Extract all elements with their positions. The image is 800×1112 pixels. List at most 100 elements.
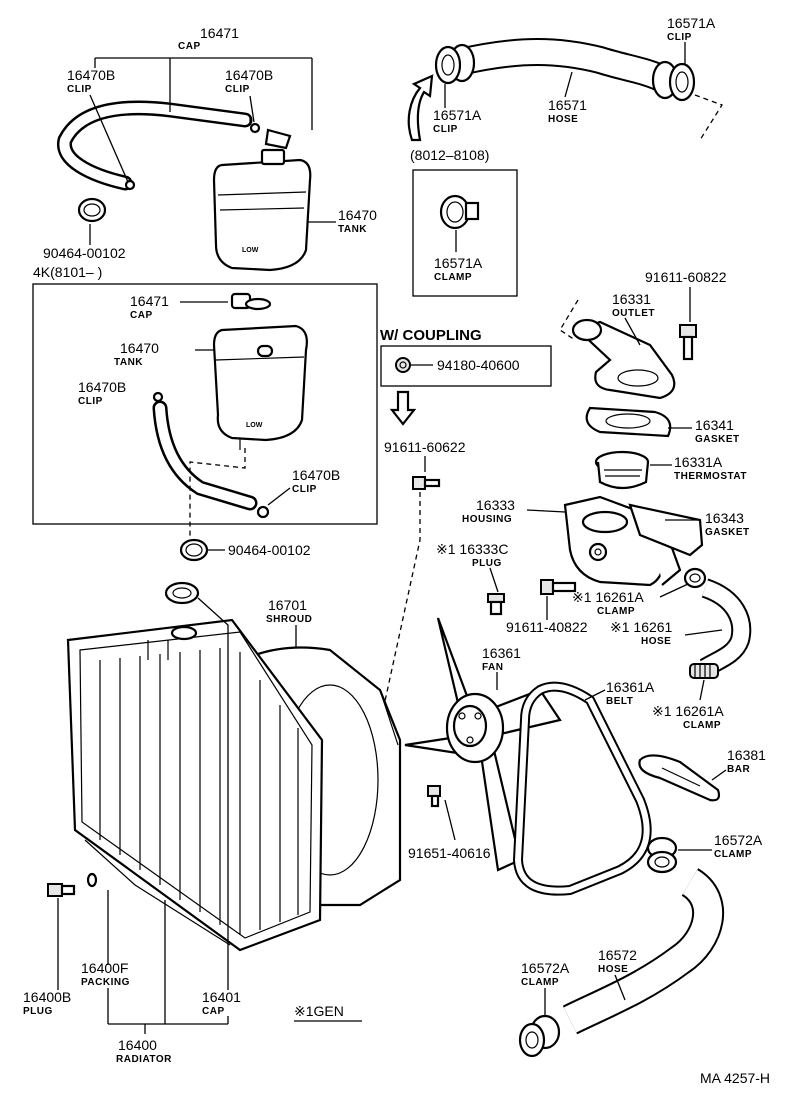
part-number-label: 16571A (433, 107, 482, 123)
bolt-icon (412, 476, 441, 490)
reservoir-group-top: LOW (57, 57, 313, 272)
part-name-label: CLIP (433, 124, 458, 135)
part-name-label: CLIP (78, 396, 103, 407)
part-name-label: PLUG (472, 558, 502, 569)
part-name-label: CLAMP (597, 606, 635, 617)
reservoir-tank-icon: LOW (212, 148, 312, 272)
part-number-label: 94180-40600 (437, 357, 520, 373)
variant-box (412, 169, 518, 297)
part-number-label: 90464-00102 (228, 542, 311, 558)
part-number-label: 16401 (202, 989, 241, 1005)
part-name-label: HOUSING (462, 514, 512, 525)
part-name-label: CLAMP (521, 977, 559, 988)
water-outlet-icon (571, 318, 676, 400)
part-number-label: 16470 (338, 207, 377, 223)
part-name-label: CLAMP (714, 849, 752, 860)
part-number-label: 16470 (120, 340, 159, 356)
part-number-label: 90464-00102 (43, 245, 126, 261)
part-number-label: 16400 (118, 1037, 157, 1053)
part-number-label: 91611-40822 (506, 619, 588, 635)
part-number-label: 16571A (667, 15, 716, 31)
part-name-label: HOSE (598, 964, 628, 975)
gasket-icon (628, 503, 704, 557)
clip-icon (256, 505, 270, 519)
radiator-icon (66, 618, 324, 952)
part-number-label: 16333 (476, 497, 515, 513)
hose-clamp-icon (646, 836, 678, 874)
part-name-label: CLIP (292, 484, 317, 495)
part-number-label: 91611-60822 (645, 269, 727, 285)
part-number-label: 16361 (482, 645, 521, 661)
ring-clip-icon (179, 538, 209, 562)
part-number-label: ※1 16261 (610, 619, 673, 635)
clamp-icon (439, 194, 480, 230)
clip-icon (124, 179, 136, 191)
part-number-label: 16470B (67, 67, 115, 83)
part-name-label: FAN (482, 662, 504, 673)
hose-clip-icon (434, 45, 462, 85)
bypass-hose-icon (699, 578, 752, 677)
ring-clip-icon (77, 197, 107, 223)
part-number-label: 16471 (130, 293, 169, 309)
svg-text:LOW: LOW (242, 247, 259, 254)
variant-box-4k (32, 283, 378, 525)
part-name-label: PLUG (23, 1006, 53, 1017)
part-number-label: ※1 16261A (652, 703, 724, 719)
part-number-label: 16701 (268, 597, 307, 613)
variant-label: W/ COUPLING (380, 327, 482, 344)
part-number-label: 16341 (695, 417, 734, 433)
part-name-label: SHROUD (266, 614, 312, 625)
part-name-label: TANK (114, 357, 143, 368)
bolt-icon (679, 324, 697, 361)
reservoir-tank-icon: LOW (212, 324, 308, 450)
part-name-label: RADIATOR (116, 1054, 172, 1065)
bolt-icon (540, 579, 577, 595)
clip-icon (249, 122, 261, 134)
part-name-label: THERMOSTAT (674, 471, 747, 482)
part-number-label: 16331A (674, 454, 723, 470)
part-number-label: 16571 (548, 97, 587, 113)
upper-hose-group (407, 38, 723, 142)
nut-icon (395, 357, 411, 373)
cap-icon (264, 128, 292, 150)
part-number-label: 16400F (81, 960, 128, 976)
part-number-label: 91651-40616 (408, 845, 491, 861)
part-name-label: PACKING (81, 977, 130, 988)
radiator-cap-icon (164, 581, 200, 605)
part-name-label: HOSE (641, 636, 671, 647)
hose-clamp-icon (518, 1014, 561, 1058)
part-number-label: 16331 (612, 291, 651, 307)
part-number-label: 16471 (200, 25, 239, 41)
part-name-label: CAP (130, 310, 153, 321)
part-number-label: 16343 (705, 510, 744, 526)
spring-clamp-icon (689, 663, 719, 679)
part-name-label: OUTLET (612, 308, 655, 319)
part-number-label: 91611-60622 (384, 439, 466, 455)
variant-label: 4K(8101– ) (33, 264, 102, 280)
part-number-label: 16470B (225, 67, 273, 83)
variant-label: (8012–8108) (410, 147, 489, 163)
part-number-label: 16400B (23, 989, 71, 1005)
svg-text:LOW: LOW (246, 422, 263, 429)
lower-hose-icon (562, 868, 724, 1035)
part-number-label: 16470B (292, 467, 340, 483)
part-name-label: HOSE (548, 114, 578, 125)
part-number-label: 16571A (434, 255, 483, 271)
part-name-label: CLIP (67, 84, 92, 95)
cap-icon (230, 292, 272, 311)
footnote-label: ※1GEN (294, 1003, 344, 1019)
diagram-code: MA 4257-H (700, 1070, 770, 1086)
part-number-label: ※1 16333C (436, 541, 508, 557)
part-name-label: CAP (202, 1006, 225, 1017)
part-name-label: TANK (338, 224, 367, 235)
part-name-label: GASKET (705, 527, 750, 538)
part-name-label: BELT (606, 696, 633, 707)
part-number-label: 16572 (598, 947, 637, 963)
gasket-icon (585, 406, 672, 438)
part-number-label: ※1 16261A (572, 589, 644, 605)
part-name-label: BAR (727, 764, 750, 775)
part-name-label: CLIP (225, 84, 250, 95)
hose-clip-icon (668, 62, 696, 102)
bolt-icon (427, 785, 441, 808)
